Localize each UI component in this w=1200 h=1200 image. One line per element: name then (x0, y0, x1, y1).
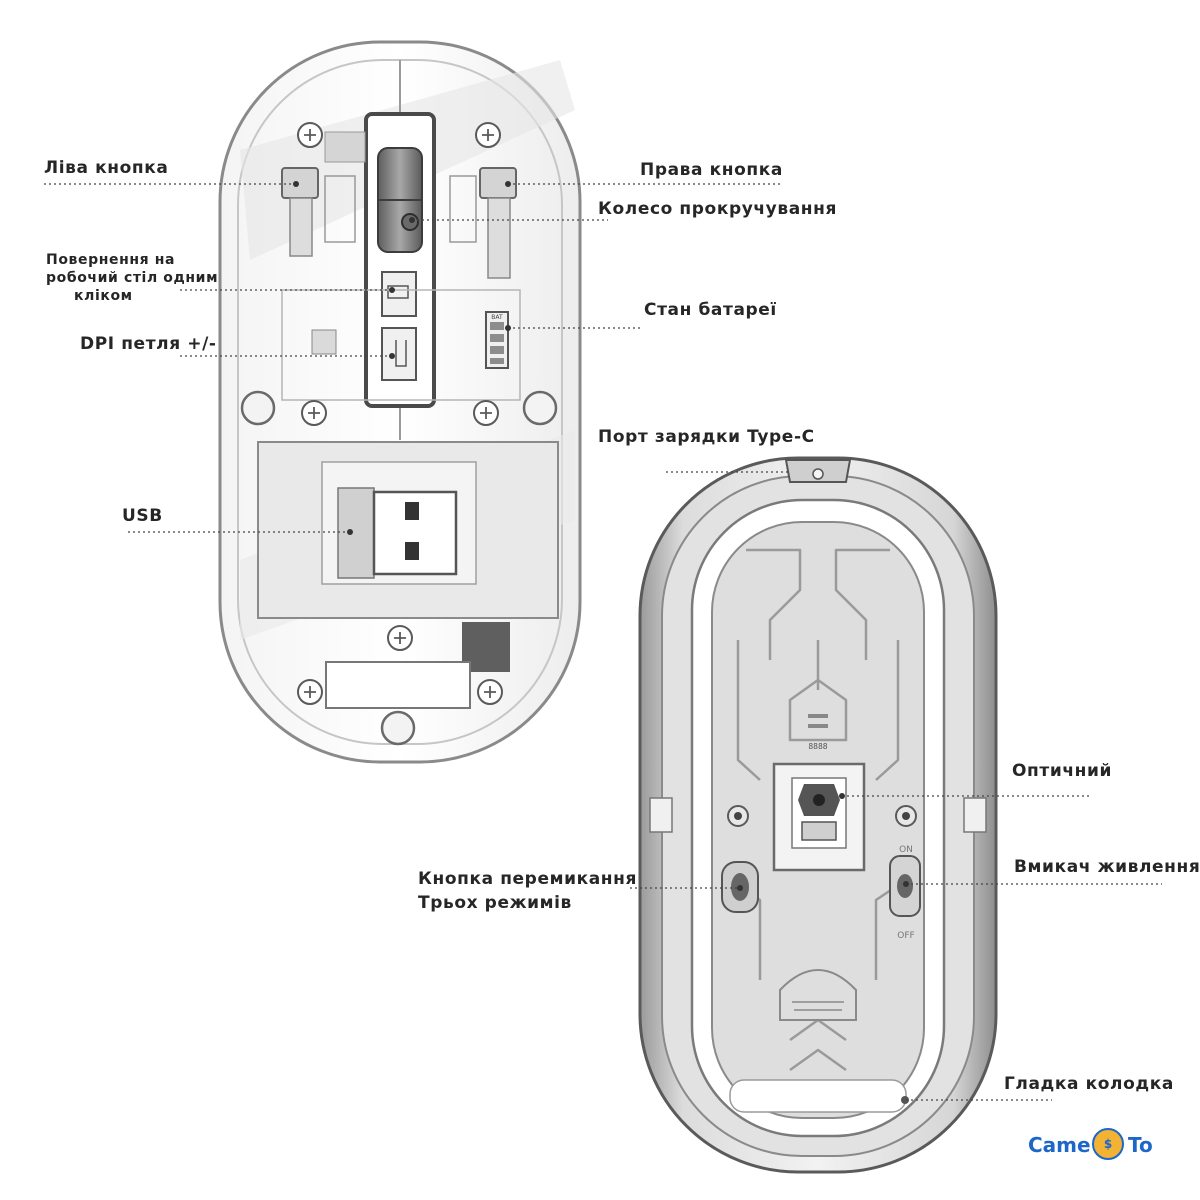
mouse-top-view: BAT (218, 40, 582, 764)
optical-sensor (772, 762, 866, 872)
switch-on-mark: ON (899, 845, 913, 855)
usb-dongle (337, 487, 458, 579)
coin-icon: $ (1092, 1128, 1124, 1160)
label-mode-switch-2: Трьох режимів (418, 893, 572, 913)
battery-indicator: BAT (485, 311, 509, 369)
bottom-chip-mark: 8888 (808, 742, 827, 751)
label-desktop-return-1: Повернення на (46, 252, 176, 268)
label-right-button: Права кнопка (640, 160, 783, 180)
dpi-button (381, 327, 417, 381)
leader-lines (44, 183, 1162, 1101)
label-smooth-pad: Гладка колодка (1004, 1074, 1174, 1094)
left-switch (281, 167, 319, 199)
label-desktop-return-2: робочий стіл одним (46, 270, 219, 286)
mouse-bottom-view: 8888 ON OFF (638, 456, 998, 1174)
screws (297, 122, 503, 705)
desktop-button (381, 271, 417, 317)
switch-off-mark: OFF (897, 931, 914, 941)
smooth-pad (729, 1079, 907, 1113)
label-desktop-return-3: кліком (74, 288, 133, 304)
battery-chip-mark: BAT (491, 314, 503, 321)
brand-logo: Came $ To (1028, 1128, 1178, 1162)
label-usb: USB (122, 506, 163, 526)
label-dpi-loop: DPI петля +/- (80, 334, 217, 354)
logo-text-right: To (1128, 1133, 1153, 1157)
label-scroll-wheel: Колесо прокручування (598, 199, 838, 219)
label-power-switch: Вмикач живлення (1014, 857, 1200, 877)
leader-dots (293, 181, 909, 891)
label-mode-switch-1: Кнопка перемикання (418, 869, 637, 889)
label-left-button: Ліва кнопка (44, 158, 169, 178)
logo-text-left: Came (1028, 1133, 1091, 1157)
label-battery-status: Стан батареї (644, 300, 777, 320)
label-optical: Оптичний (1012, 761, 1113, 781)
label-type-c-port: Порт зарядки Type-C (598, 427, 815, 447)
